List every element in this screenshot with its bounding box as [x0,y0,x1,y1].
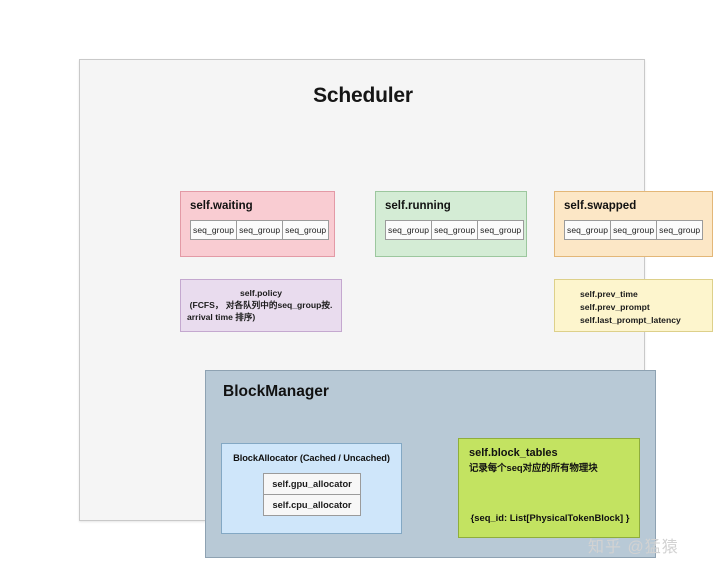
field-prev-time: self.prev_time [580,289,638,299]
queue-box-running: self.running seq_group seq_group seq_gro… [375,191,527,257]
allocator-item-gpu: self.gpu_allocator [263,473,361,495]
watermark: 知乎 @猛猿 [588,539,679,556]
seq-group-cell: seq_group [432,219,479,240]
queue-box-waiting: self.waiting seq_group seq_group seq_gro… [180,191,335,257]
seq-group-cell: seq_group [385,219,433,240]
block-tables-description: 记录每个seq对应的所有物理块 [469,461,598,473]
block-tables-box: self.block_tables 记录每个seq对应的所有物理块 {seq_i… [458,438,640,538]
timing-fields-box: self.prev_time self.prev_prompt self.las… [554,279,713,332]
block-tables-title: self.block_tables [469,447,558,459]
queue-label-waiting: self.waiting [190,200,253,212]
block-tables-schema: {seq_id: List[PhysicalTokenBlock] } [470,512,630,523]
seq-group-cell: seq_group [190,219,238,240]
seq-group-cell: seq_group [611,219,658,240]
policy-description-line-2: arrival time 排序) [187,312,256,323]
field-prev-prompt: self.prev_prompt [580,302,650,313]
allocator-item-cpu: self.cpu_allocator [263,495,361,516]
seq-group-row-swapped: seq_group seq_group seq_group [564,219,704,240]
seq-group-cell: seq_group [657,219,704,240]
queue-label-running: self.running [385,200,451,212]
seq-group-row-waiting: seq_group seq_group seq_group [190,219,330,240]
field-last-prompt-latency: self.last_prompt_latency [580,315,681,326]
scheduler-container: Scheduler self.waiting seq_group seq_gro… [79,59,713,558]
allocator-list: self.gpu_allocator self.cpu_allocator [263,473,361,516]
policy-title: self.policy [239,288,283,298]
policy-box: self.policy (FCFS， 对各队列中的seq_group按. arr… [180,279,342,332]
seq-group-cell: seq_group [237,219,284,240]
queue-label-swapped: self.swapped [564,200,637,212]
seq-group-cell: seq_group [283,219,330,240]
seq-group-cell: seq_group [564,219,612,240]
seq-group-cell: seq_group [478,219,525,240]
queue-box-swapped: self.swapped seq_group seq_group seq_gro… [554,191,713,257]
block-allocator-title: BlockAllocator (Cached / Uncached) [233,453,390,463]
seq-group-row-running: seq_group seq_group seq_group [385,219,525,240]
policy-description-line-1: (FCFS， 对各队列中的seq_group按. [189,300,333,311]
block-allocator-box: BlockAllocator (Cached / Uncached) self.… [221,443,402,534]
block-manager-title: BlockManager [223,383,329,400]
scheduler-title: Scheduler [313,84,413,107]
